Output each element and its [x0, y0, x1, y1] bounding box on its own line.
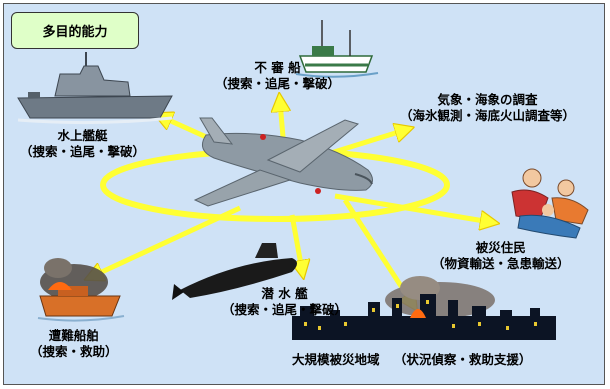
- label-surface-ship: 水上艦艇 （捜索・追尾・撃破）: [20, 128, 145, 160]
- fishing-boat-icon: [295, 20, 379, 78]
- label-submarine: 潜 水 艦 （捜索・追尾・撃破）: [222, 286, 347, 318]
- label-submarine-tasks: （捜索・追尾・撃破）: [222, 302, 348, 317]
- rescue-people-icon: [511, 168, 589, 239]
- burning-ship-icon: [37, 258, 125, 322]
- arrow-distressed: [93, 205, 242, 276]
- label-submarine-name: 潜 水 艦: [261, 286, 308, 301]
- label-disaster-residents: 被災住民 （物資輸送・急患輸送）: [432, 240, 570, 272]
- patrol-aircraft-icon: [193, 117, 373, 207]
- label-distressed-vessel: 遭難船舶 （捜索・救助）: [30, 328, 118, 360]
- label-unknown-ship-tasks: （捜索・追尾・撃破）: [215, 76, 341, 91]
- label-weather-tasks: （海氷観測・海底火山調査等）: [400, 108, 576, 123]
- label-weather-name: 気象・海象の調査: [437, 92, 538, 107]
- burning-city-icon: [292, 276, 556, 340]
- diagram-title: 多目的能力: [11, 12, 139, 49]
- warship-icon: [17, 52, 173, 125]
- label-disaster-area-tasks: （状況偵察・救助支援）: [393, 352, 532, 367]
- arrow-submarine: [289, 214, 302, 270]
- label-surface-ship-name: 水上艦艇: [57, 128, 108, 143]
- label-weather: 気象・海象の調査 （海氷観測・海底火山調査等）: [400, 92, 575, 124]
- label-disaster-area-name: 大規模被災地域: [292, 352, 380, 367]
- label-disaster-area: 大規模被災地域 （状況偵察・救助支援）: [292, 352, 531, 368]
- label-surface-ship-tasks: （捜索・追尾・撃破）: [20, 144, 146, 159]
- label-distressed-vessel-tasks: （捜索・救助）: [30, 344, 118, 359]
- label-disaster-residents-name: 被災住民: [475, 240, 526, 255]
- label-disaster-residents-tasks: （物資輸送・急患輸送）: [432, 256, 570, 271]
- label-unknown-ship: 不 審 船 （捜索・追尾・撃破）: [215, 60, 340, 92]
- label-unknown-ship-name: 不 審 船: [254, 60, 301, 75]
- submarine-icon: [172, 243, 297, 300]
- label-distressed-vessel-name: 遭難船舶: [48, 328, 99, 343]
- arrow-residents: [334, 193, 490, 222]
